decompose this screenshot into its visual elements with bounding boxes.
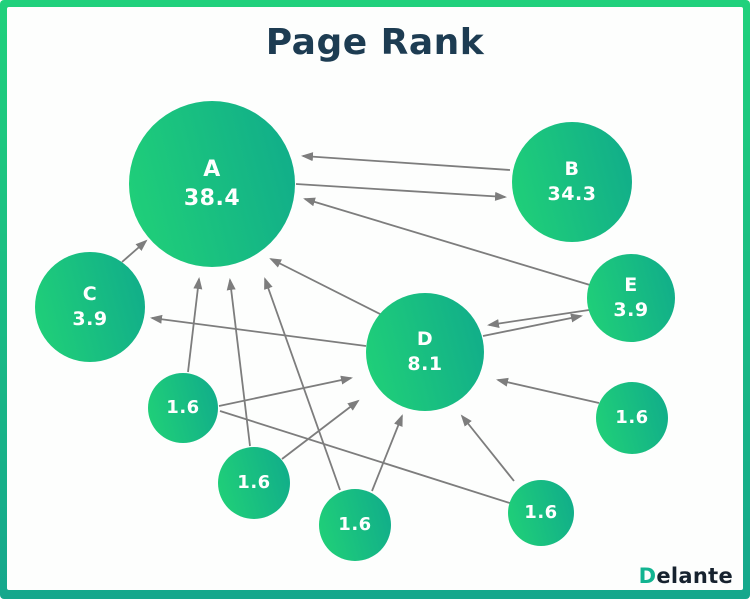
edge-s1-A bbox=[187, 277, 203, 373]
node-D: D 8.1 bbox=[366, 293, 484, 411]
node-A: A 38.4 bbox=[129, 101, 295, 267]
edge-E-A bbox=[303, 197, 591, 286]
node-label: D bbox=[416, 327, 434, 350]
delante-logo: Delante bbox=[639, 564, 733, 588]
page-title: Page Rank bbox=[265, 22, 485, 63]
edge-s4-D bbox=[460, 414, 515, 482]
node-value: 34.3 bbox=[547, 183, 597, 205]
edge-B-A bbox=[301, 152, 511, 171]
edge-s2-D bbox=[281, 399, 360, 460]
node-value: 1.6 bbox=[237, 472, 271, 494]
node-value: 3.9 bbox=[613, 299, 649, 321]
node-C: C 3.9 bbox=[35, 252, 145, 362]
edge-D-C bbox=[150, 314, 367, 347]
node-value: 1.6 bbox=[166, 397, 200, 419]
node-B: B 34.3 bbox=[512, 122, 632, 242]
node-s2: 1.6 bbox=[218, 447, 290, 519]
node-value: 3.9 bbox=[72, 308, 108, 330]
edge-E-D bbox=[487, 309, 590, 328]
node-value: 38.4 bbox=[183, 186, 241, 211]
edge-s5-D bbox=[496, 377, 600, 404]
node-s4: 1.6 bbox=[508, 480, 574, 546]
node-s1: 1.6 bbox=[148, 373, 218, 443]
edge-C-A bbox=[121, 239, 148, 263]
edge-s2-A bbox=[226, 278, 251, 447]
node-value: 1.6 bbox=[615, 407, 649, 429]
node-value: 1.6 bbox=[524, 502, 558, 524]
edge-D-E bbox=[482, 313, 583, 337]
logo-rest: elante bbox=[656, 564, 733, 588]
node-label: E bbox=[624, 273, 638, 296]
node-E: E 3.9 bbox=[587, 254, 675, 342]
node-label: A bbox=[203, 156, 221, 182]
edge-s1-D bbox=[218, 375, 353, 407]
edge-s3-D bbox=[371, 414, 403, 492]
node-s5: 1.6 bbox=[596, 382, 668, 454]
node-label: B bbox=[564, 157, 580, 180]
edge-A-B bbox=[295, 183, 507, 201]
node-value: 8.1 bbox=[407, 353, 443, 375]
logo-letter-d: D bbox=[638, 564, 657, 588]
node-s3: 1.6 bbox=[319, 489, 391, 561]
edge-D-A bbox=[269, 258, 385, 317]
node-label: C bbox=[82, 282, 98, 305]
edge-s1-s4 bbox=[219, 410, 517, 506]
node-value: 1.6 bbox=[338, 514, 372, 536]
edge-s3-A bbox=[264, 277, 341, 491]
